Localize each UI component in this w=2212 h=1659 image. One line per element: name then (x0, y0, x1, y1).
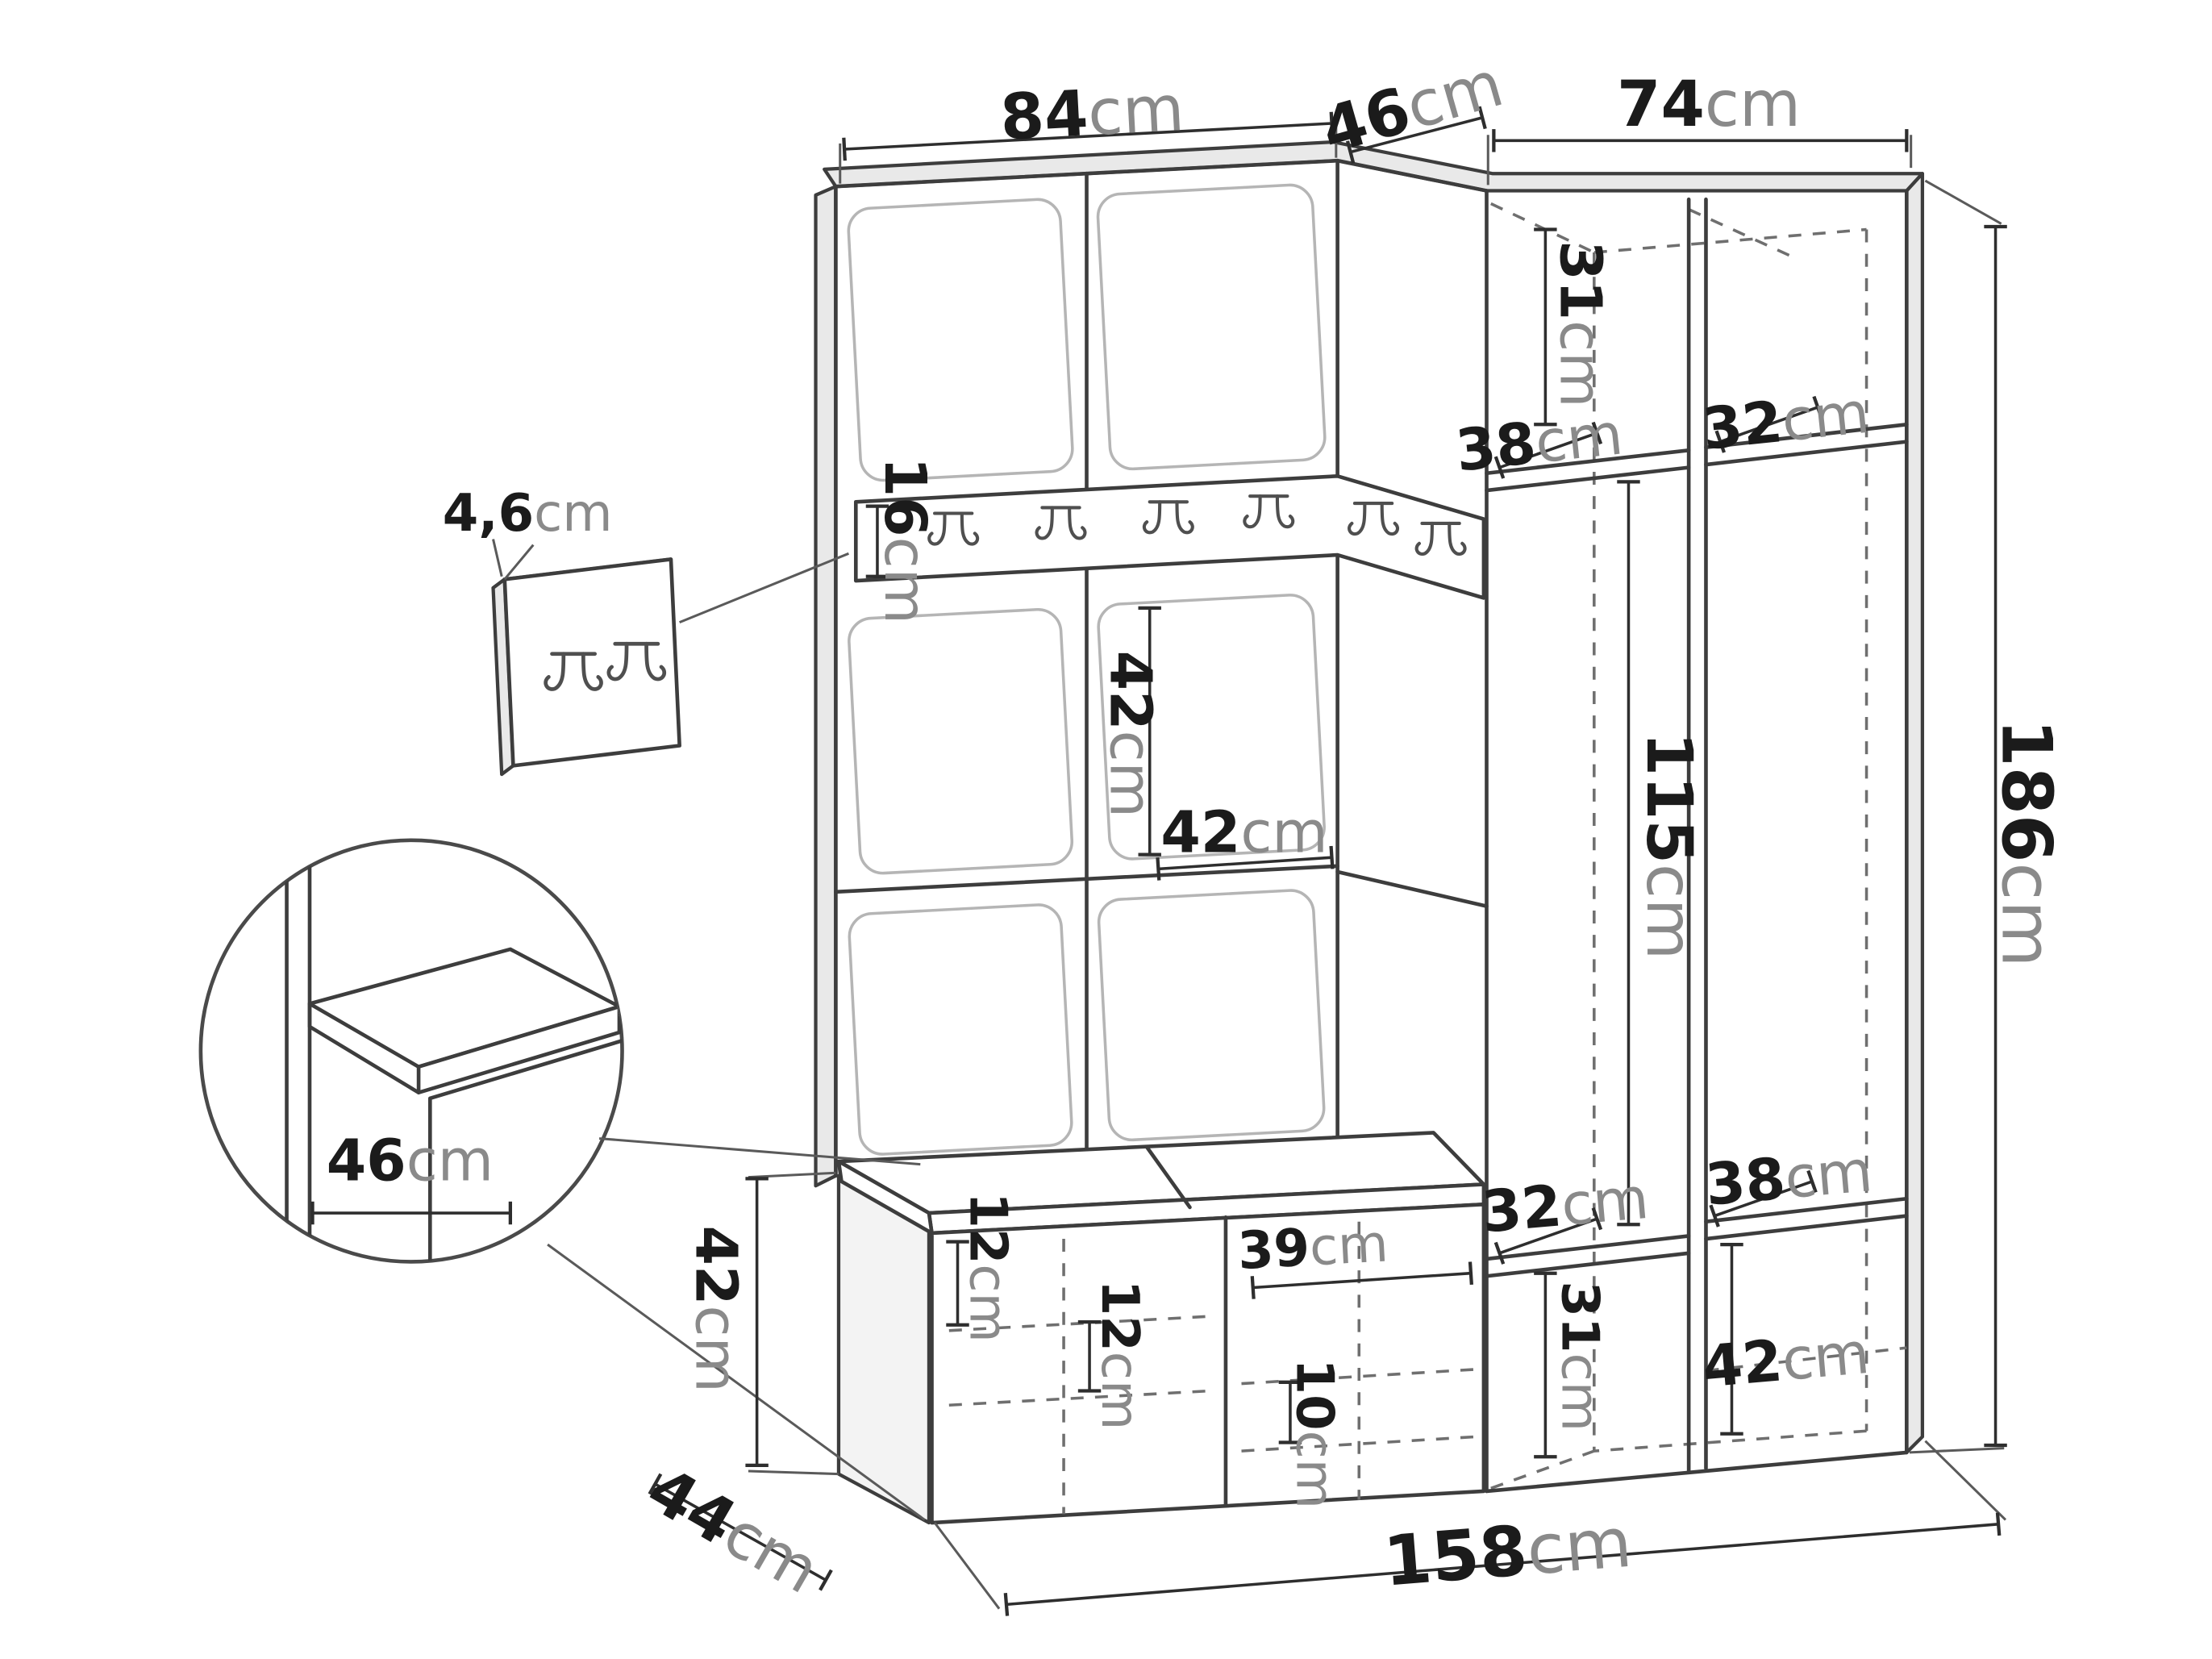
dim-label-lower-right-shelf-depth: 38cm (1702, 1137, 1875, 1219)
bench-left-side-face (836, 1173, 931, 1525)
panel-pad-3 (848, 607, 1074, 875)
cushion-seam (1144, 1144, 1192, 1210)
divider-depth-edge (1688, 208, 1790, 257)
dim-label-bench-shelf-a: 12cm (958, 1192, 1018, 1343)
bench-unit (836, 1131, 1486, 1525)
zoom-connector-top (598, 1137, 921, 1166)
front-bottom-edge (1485, 1450, 1909, 1494)
corner-seam (1335, 869, 1489, 908)
back-top-edge (1593, 227, 1867, 254)
dim-label-total-height: 186cm (1985, 719, 2065, 967)
dim-label-lower-shelf-depth: 32cm (1479, 1164, 1652, 1245)
wall-hook-panel (491, 539, 849, 777)
dim-label-right-shelf-depth-top: 32cm (1699, 378, 1872, 462)
panel-front (502, 557, 681, 768)
panel-pointer-line (679, 552, 849, 624)
dim-84 (842, 111, 1335, 161)
cabinet2-shelf-a (1241, 1368, 1477, 1386)
dim-39 (1250, 1261, 1473, 1299)
ext-186 (1909, 179, 2005, 1454)
detail-zoom (198, 838, 926, 1521)
dim-label-total-width: 158cm (1381, 1503, 1635, 1603)
detail-panel-edge (285, 841, 312, 1262)
detail-cushion-left (307, 1002, 421, 1095)
dim-label-upper-right-inner-height: 31cm (1548, 240, 1614, 407)
dim-44 (648, 1473, 833, 1591)
ext-158 (933, 1440, 2007, 1610)
bottom-depth-edge (1490, 1449, 1595, 1490)
dim-label-lower-inner-height: 31cm (1550, 1282, 1610, 1432)
dim-label-bench-depth: 44cm (635, 1453, 831, 1608)
dim-label-bench-depth-detail: 46cm (327, 1127, 494, 1194)
cabinet2-shelf-b (1241, 1435, 1477, 1453)
dim-label-hanging-space-height: 115cm (1631, 732, 1705, 960)
dim-label-panel-width-mid: 42cm (1160, 798, 1327, 865)
right-side-face (1905, 172, 1925, 1455)
ext-84 (839, 117, 1338, 184)
ext-74 (1486, 135, 1913, 185)
dim-32-top (1714, 395, 1823, 453)
back-bottom-edge (1593, 1429, 1867, 1453)
ext-42-bench (748, 1171, 839, 1476)
panel-pad-5 (848, 903, 1073, 1156)
dim-158 (1003, 1512, 2002, 1616)
dim-label-bench-shelf-b: 12cm (1089, 1280, 1149, 1431)
dim-label-left-shelf-depth-top: 38cm (1452, 400, 1626, 484)
zoom-connector-bottom (547, 1243, 926, 1521)
detail-bench-body (428, 1036, 623, 1262)
dim-label-top-corner-depth: 46cm (1314, 48, 1510, 169)
dim-label-lower-right-compartment-height: 42cm (1700, 1319, 1872, 1400)
dim-label-rail-height: 16cm (873, 457, 939, 624)
left-side-face (814, 185, 838, 1188)
panel-pad-6 (1097, 889, 1326, 1142)
dim-32-bottom (1493, 1207, 1603, 1265)
dimension-lines (648, 106, 2007, 1616)
panel-pad-2 (1096, 183, 1327, 471)
coat-rail (853, 473, 1486, 600)
dim-label-top-right-width: 74cm (1617, 69, 1801, 142)
panel-pad-1 (847, 198, 1074, 482)
dimension-labels: 84cm 46cm 74cm 31cm 32cm 38cm 16cm 4,6cm… (327, 48, 2065, 1609)
dim-42-panel-h (1156, 845, 1335, 881)
detail-cushion-front (416, 1004, 622, 1095)
rail-body (853, 473, 1486, 600)
dim-38-top (1493, 421, 1603, 479)
dim-label-bench-height: 42cm (683, 1226, 750, 1393)
dim-label-bench-shelf-c: 10cm (1285, 1359, 1344, 1510)
cabinet1-shelf-b (948, 1389, 1212, 1407)
dim-label-panel-height-mid: 42cm (1098, 651, 1164, 818)
dim-label-top-left-width: 84cm (998, 72, 1185, 155)
dim-label-wall-panel-thickness: 4,6cm (443, 484, 613, 544)
dim-46-top (1345, 106, 1487, 164)
dim-label-bench-compartment-width: 39cm (1236, 1214, 1389, 1282)
dim-38-bottom (1709, 1169, 1818, 1228)
thickness-leader (492, 539, 535, 581)
